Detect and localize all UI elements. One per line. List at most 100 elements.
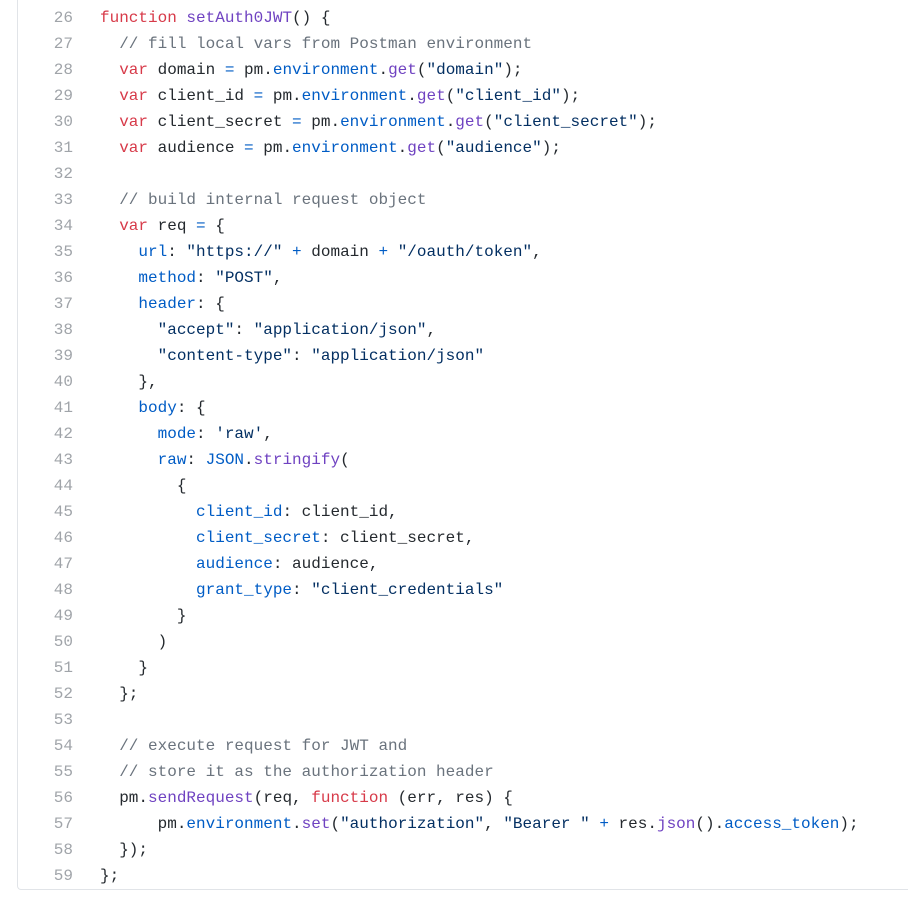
code-token xyxy=(100,503,196,521)
code-token: sendRequest xyxy=(148,789,254,807)
code-token: : client_secret, xyxy=(320,529,475,547)
line-code: }; xyxy=(73,863,908,889)
code-token: JSON xyxy=(205,451,245,469)
line-number: 46 xyxy=(53,529,73,547)
code-token xyxy=(100,763,119,781)
code-token: . xyxy=(397,139,408,157)
line-number: 41 xyxy=(53,399,73,417)
code-token: "audience" xyxy=(445,139,542,157)
line-number: 56 xyxy=(53,789,73,807)
code-token xyxy=(100,61,119,79)
line-number: 28 xyxy=(53,61,73,79)
code-token: (err, res) { xyxy=(388,789,513,807)
code-token xyxy=(100,113,119,131)
code-line: 54 // execute request for JWT and xyxy=(18,733,908,759)
code-line: 51 } xyxy=(18,655,908,681)
code-line: 59}; xyxy=(18,863,908,889)
code-token: ( xyxy=(330,815,341,833)
code-line: 28 var domain = pm.environment.get("doma… xyxy=(18,57,908,83)
line-code: var domain = pm.environment.get("domain"… xyxy=(73,57,908,83)
code-token: pm. xyxy=(301,113,341,131)
line-code: } xyxy=(73,655,908,681)
line-code: var client_id = pm.environment.get("clie… xyxy=(73,83,908,109)
line-number: 27 xyxy=(53,35,73,53)
line-code: { xyxy=(73,473,908,499)
line-number: 58 xyxy=(53,841,73,859)
code-token: header xyxy=(138,295,197,313)
code-token: 'raw' xyxy=(215,425,264,443)
line-code: var req = { xyxy=(73,213,908,239)
code-token: ( xyxy=(445,87,456,105)
code-token: : { xyxy=(196,295,225,313)
code-token: access_token xyxy=(724,815,840,833)
code-token xyxy=(100,425,158,443)
code-token: environment xyxy=(292,139,398,157)
code-line: 43 raw: JSON.stringify( xyxy=(18,447,908,473)
code-line: 44 { xyxy=(18,473,908,499)
line-code xyxy=(73,161,908,187)
code-token xyxy=(100,529,196,547)
code-token: = xyxy=(196,217,206,235)
code-line: 37 header: { xyxy=(18,291,908,317)
code-token: "application/json" xyxy=(311,347,485,365)
code-token: pm. xyxy=(100,815,187,833)
code-token: ( xyxy=(340,451,350,469)
line-code: raw: JSON.stringify( xyxy=(73,447,908,473)
code-token: } xyxy=(100,659,149,677)
line-code: client_secret: client_secret, xyxy=(73,525,908,551)
code-token xyxy=(100,555,196,573)
line-code: "accept": "application/json", xyxy=(73,317,908,343)
code-token: "/oauth/token" xyxy=(397,243,533,261)
line-code: body: { xyxy=(73,395,908,421)
code-token xyxy=(100,737,119,755)
code-token xyxy=(100,243,138,261)
code-line: 55 // store it as the authorization head… xyxy=(18,759,908,785)
line-number: 26 xyxy=(53,9,73,27)
code-token: + xyxy=(599,815,609,833)
code-token: body xyxy=(138,399,177,417)
line-number: 52 xyxy=(53,685,73,703)
code-token: { xyxy=(205,217,225,235)
code-token xyxy=(100,347,158,365)
code-token: , xyxy=(263,425,273,443)
code-token: : xyxy=(292,581,312,599)
code-token: setAuth0JWT xyxy=(186,9,293,27)
line-code: url: "https://" + domain + "/oauth/token… xyxy=(73,239,908,265)
code-token: method xyxy=(138,269,197,287)
code-token: : xyxy=(196,425,216,443)
line-code: method: "POST", xyxy=(73,265,908,291)
code-token: , xyxy=(426,321,437,339)
line-code xyxy=(73,707,908,733)
code-token: (). xyxy=(695,815,725,833)
code-token: "client_id" xyxy=(455,87,561,105)
line-number: 48 xyxy=(53,581,73,599)
code-token: client_id xyxy=(148,87,254,105)
code-line: 56 pm.sendRequest(req, function (err, re… xyxy=(18,785,908,811)
code-token: "authorization" xyxy=(340,815,485,833)
code-token: , xyxy=(532,243,542,261)
code-token: { xyxy=(100,477,187,495)
line-number: 33 xyxy=(53,191,73,209)
code-token: grant_type xyxy=(196,581,293,599)
code-token: "POST" xyxy=(215,269,273,287)
code-token: pm. xyxy=(263,87,302,105)
code-token: . xyxy=(292,815,302,833)
code-token: ); xyxy=(637,113,657,131)
code-line: 49 } xyxy=(18,603,908,629)
code-token: stringify xyxy=(253,451,341,469)
line-number: 44 xyxy=(53,477,73,495)
code-token: var xyxy=(119,139,149,157)
code-token: ); xyxy=(503,61,523,79)
code-token xyxy=(100,269,138,287)
code-token: url xyxy=(138,243,168,261)
line-code: pm.sendRequest(req, function (err, res) … xyxy=(73,785,908,811)
line-code: pm.environment.set("authorization", "Bea… xyxy=(73,811,908,837)
code-line: 52 }; xyxy=(18,681,908,707)
code-line: 39 "content-type": "application/json" xyxy=(18,343,908,369)
code-token: : xyxy=(196,269,216,287)
line-number: 45 xyxy=(53,503,73,521)
code-token: // build internal request object xyxy=(119,191,427,209)
code-token xyxy=(282,243,292,261)
